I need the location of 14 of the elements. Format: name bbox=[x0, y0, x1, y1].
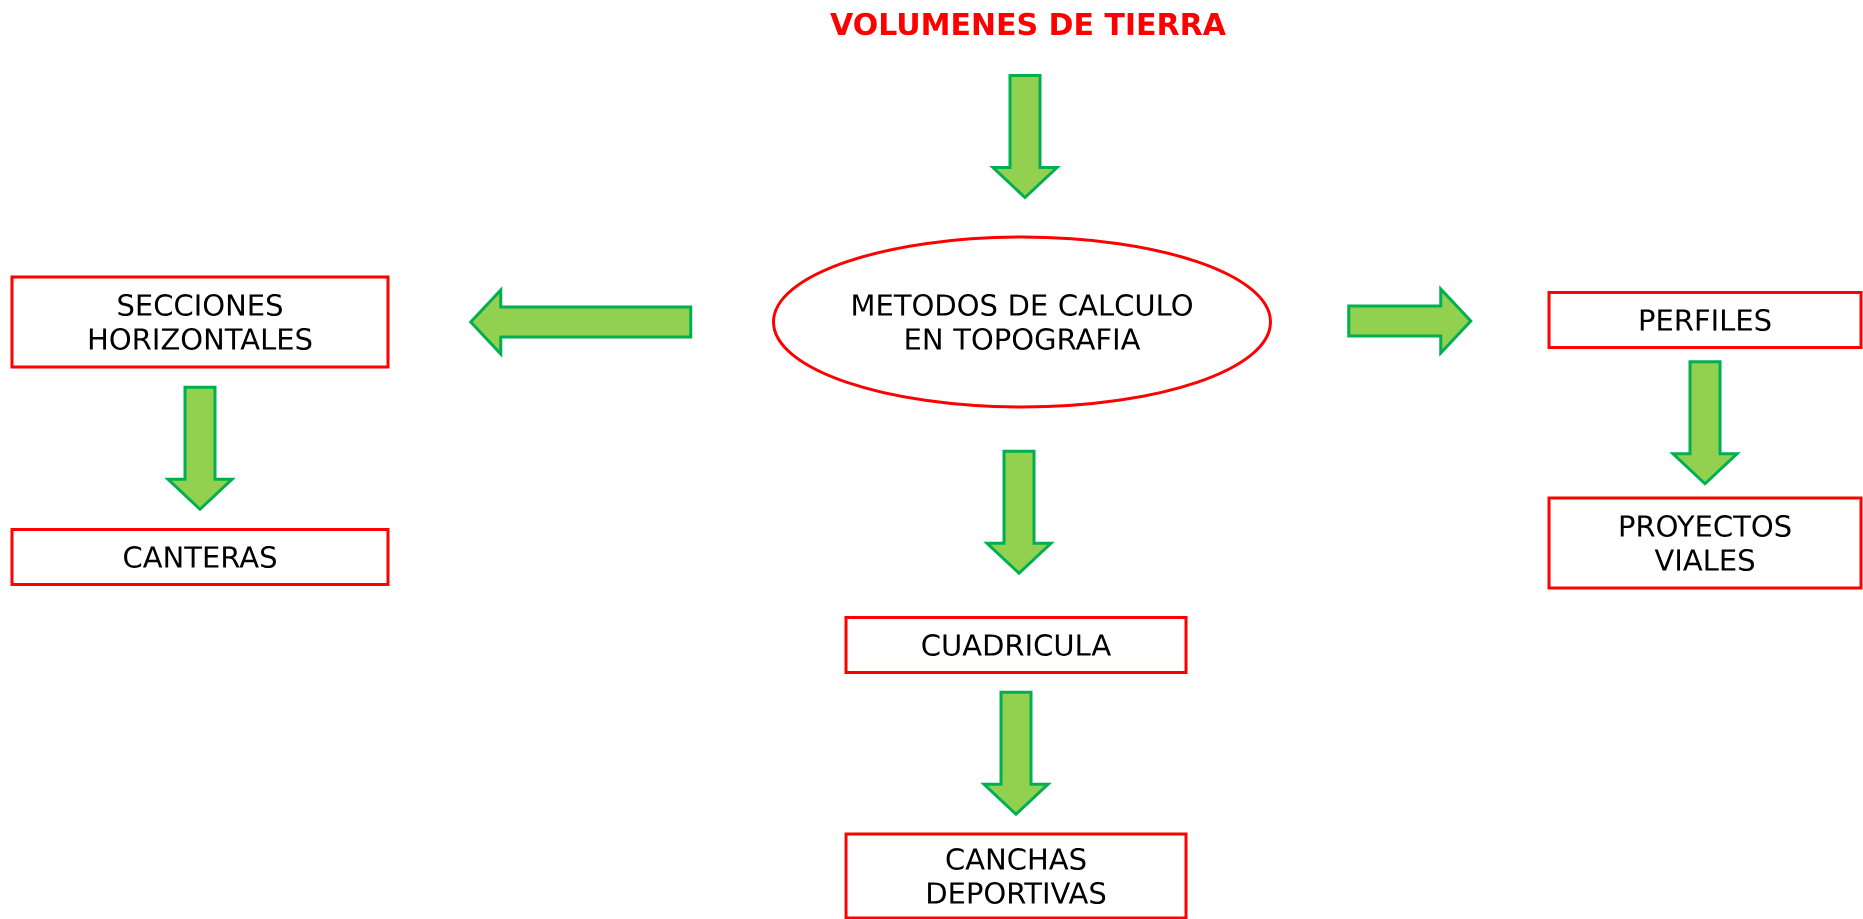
process-box: CANCHAS DEPORTIVAS bbox=[844, 832, 1188, 919]
process-box: SECCIONES HORIZONTALES bbox=[10, 275, 390, 369]
process-box: PROYECTOS VIALES bbox=[1547, 496, 1863, 590]
block-arrow bbox=[980, 690, 1052, 817]
block-arrow bbox=[983, 449, 1055, 576]
title-text: VOLUMENES DE TIERRA bbox=[830, 12, 1226, 36]
block-arrow bbox=[1347, 285, 1473, 357]
block-arrow bbox=[164, 385, 236, 512]
block-arrow bbox=[1669, 360, 1741, 486]
block-arrow bbox=[989, 74, 1061, 200]
process-box: PERFILES bbox=[1547, 291, 1863, 349]
process-box: CUADRICULA bbox=[844, 616, 1188, 674]
block-arrow bbox=[468, 286, 693, 358]
process-box: CANTERAS bbox=[10, 528, 390, 586]
